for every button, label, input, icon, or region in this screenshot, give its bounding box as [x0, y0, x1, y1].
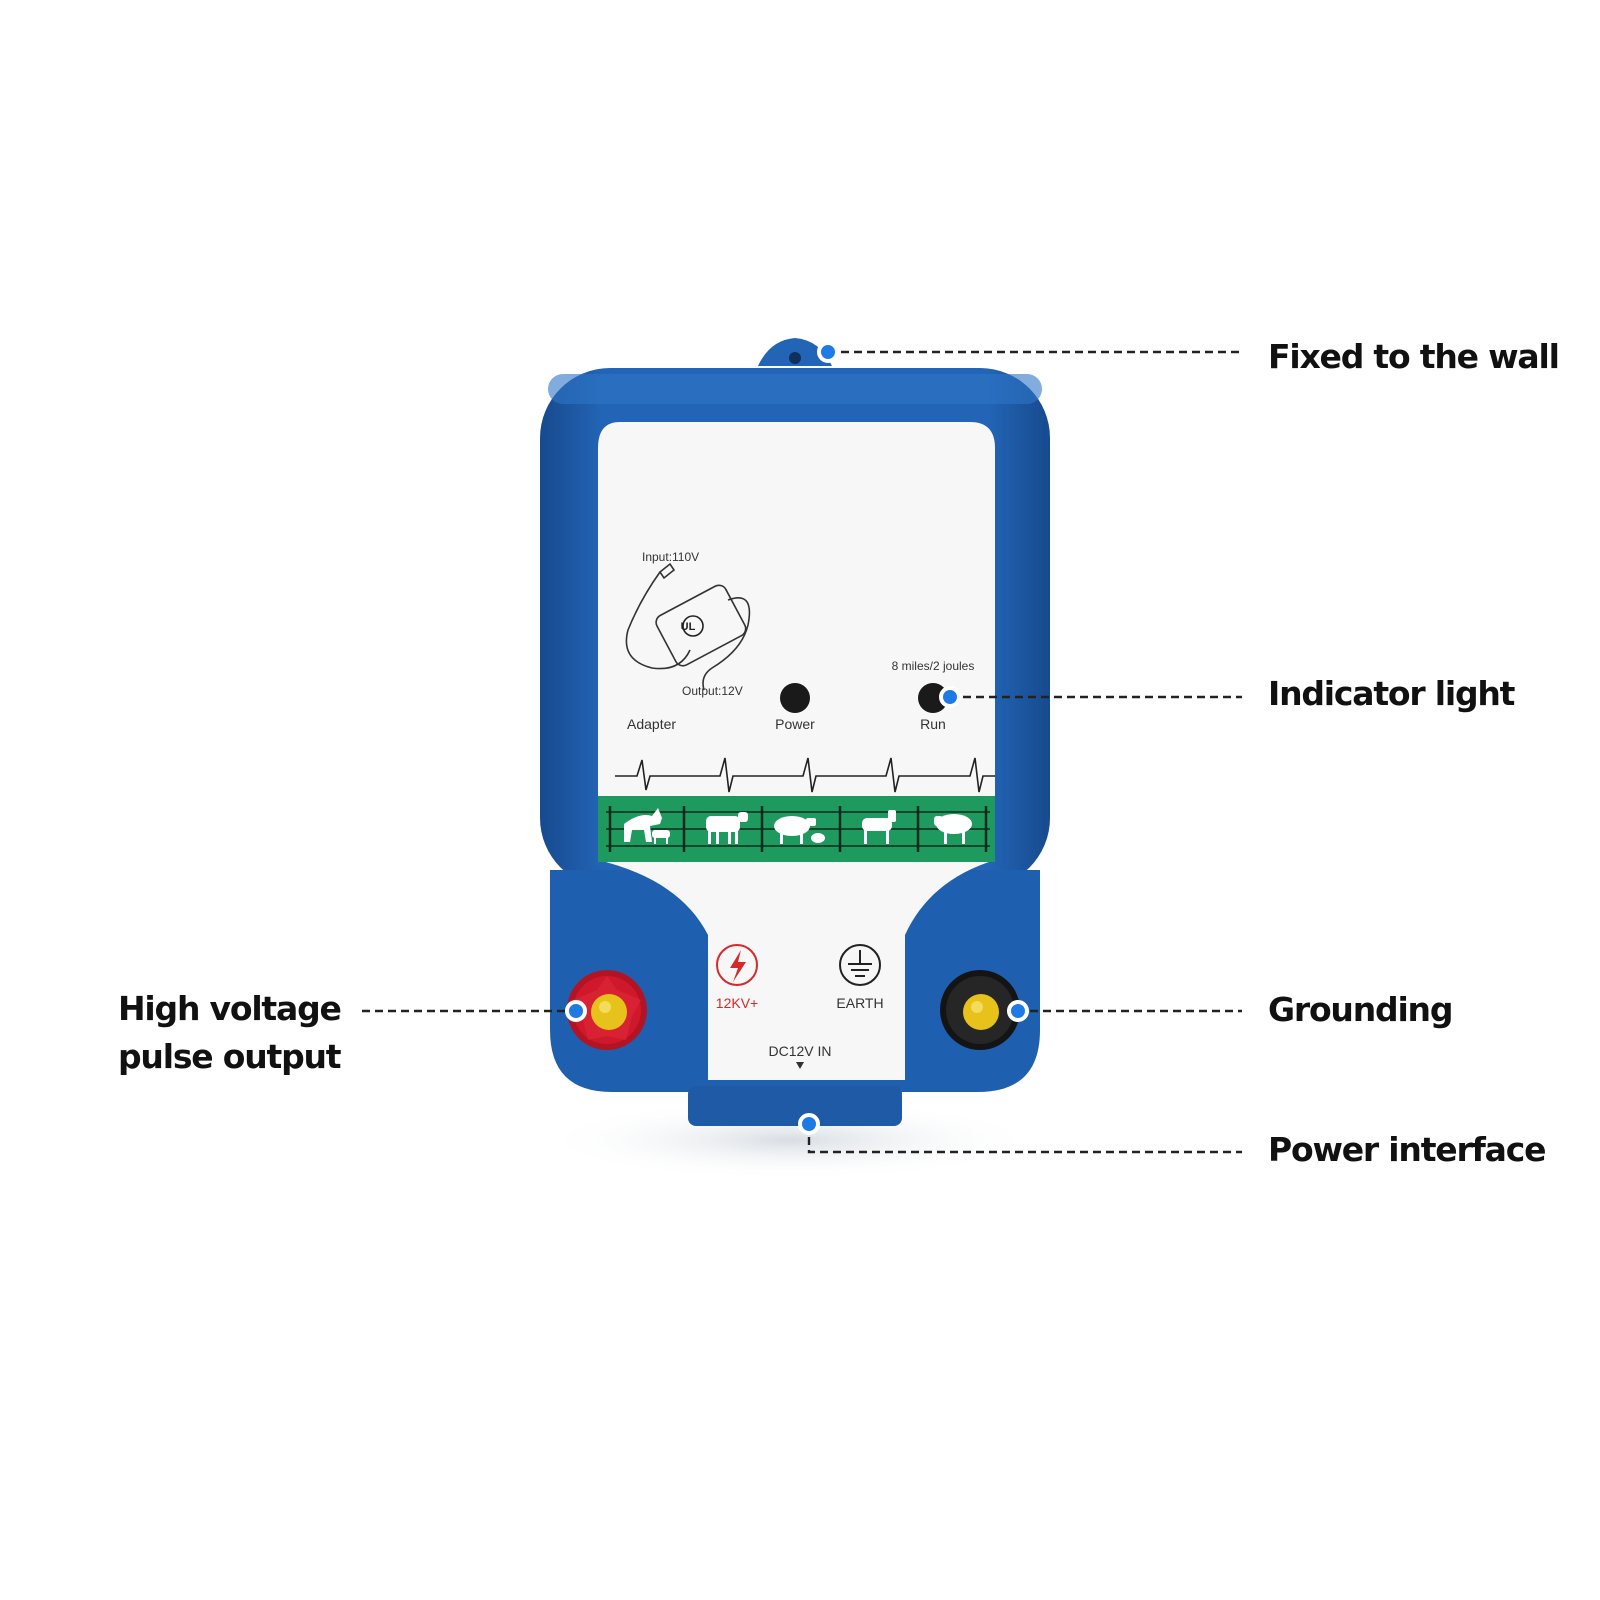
- callout-hv-line1: High voltage: [118, 989, 342, 1028]
- callout-power-interface: Power interface: [1268, 1130, 1546, 1169]
- earth-icon: [839, 944, 881, 986]
- spec-text: 8 miles/2 joules: [892, 659, 975, 673]
- high-voltage-icon: [716, 944, 758, 986]
- callout-leaders: [362, 350, 1242, 1154]
- power-label: Power: [775, 716, 815, 732]
- animal-silhouettes: [624, 808, 972, 844]
- adapter-text: Adapter: [627, 716, 676, 732]
- output-voltage-text: Output:12V: [682, 684, 743, 698]
- floor-shadow: [540, 1100, 1040, 1180]
- callout-hv-line2: pulse output: [118, 1037, 342, 1076]
- adapter-icon: [625, 562, 751, 691]
- sheep-icon: [934, 814, 972, 844]
- leader-power: [807, 1124, 1242, 1154]
- high-voltage-terminal: [567, 970, 647, 1050]
- dc-arrow-icon: [796, 1062, 804, 1069]
- callout-dots: [565, 341, 1029, 1135]
- power-indicator-light: [780, 683, 810, 713]
- dot-hv: [565, 1000, 587, 1022]
- callout-indicator-light: Indicator light: [1268, 674, 1515, 713]
- horse-icon: [624, 808, 670, 844]
- callout-fixed-to-wall: Fixed to the wall: [1268, 337, 1560, 376]
- ul-text: UL: [681, 621, 696, 633]
- dot-indicator: [939, 686, 961, 708]
- run-indicator-light: [918, 683, 948, 713]
- label-panel: [598, 422, 995, 1080]
- dot-grounding: [1007, 1000, 1029, 1022]
- ul-mark-icon: [682, 615, 704, 637]
- ground-terminal: [940, 970, 1020, 1050]
- pulse-waveform: [615, 757, 995, 793]
- dc-in-label: DC12V IN: [768, 1043, 831, 1059]
- dot-power: [798, 1113, 820, 1135]
- dot-wall: [817, 341, 839, 363]
- earth-label: EARTH: [836, 995, 883, 1011]
- hv-label: 12KV+: [716, 995, 758, 1011]
- input-voltage-text: Input:110V: [642, 550, 699, 564]
- goat-icon: [862, 810, 896, 844]
- housing-base: [688, 1086, 902, 1126]
- wall-mount-tab: [758, 338, 832, 366]
- housing-highlight: [548, 374, 1042, 404]
- pig-icon: [774, 816, 825, 844]
- cow-icon: [706, 812, 748, 844]
- callout-grounding: Grounding: [1268, 990, 1453, 1029]
- run-label: Run: [920, 716, 946, 732]
